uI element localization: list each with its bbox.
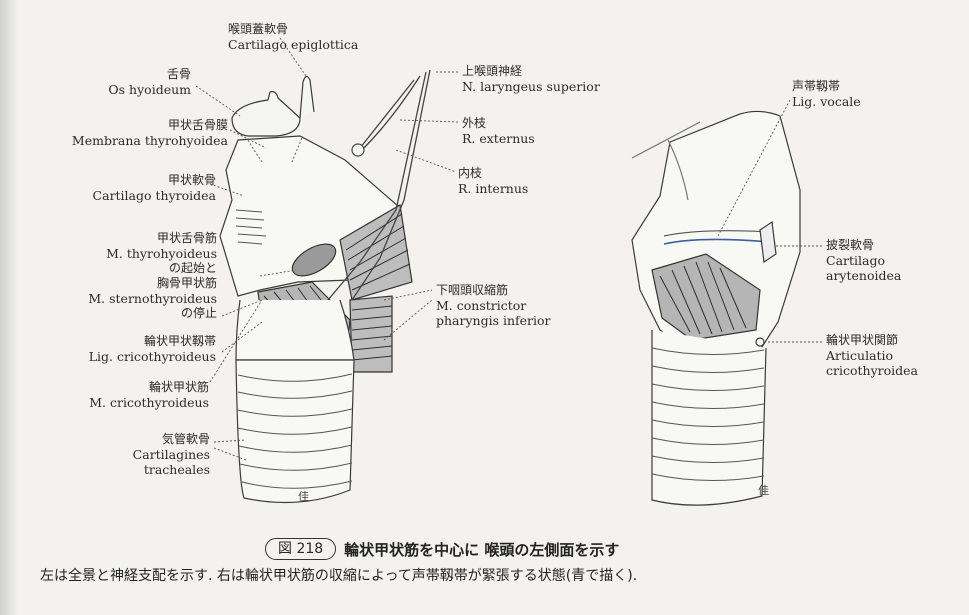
label-vocal-ligament-jp: 声帯靱帯 [792,79,841,93]
label-inferior-constrictor: 下咽頭収縮筋 M. constrictor pharyngis inferior [436,283,551,328]
label-external-jp: 外枝 [462,116,487,130]
figure-subtitle: 左は全景と神経支配を示す. 右は輪状甲状筋の収縮によって声帯靱帯が緊張する状態(… [40,568,638,584]
label-arytenoid: 披裂軟骨 Cartilago arytenoidea [826,238,901,283]
left-larynx-drawing [219,69,431,504]
label-thyrohyoid-membrane: 甲状舌骨膜 Membrana thyrohyoidea [72,118,228,148]
label-sternothyroid-jp: 胸骨甲状筋 [156,276,217,290]
label-tracheal-cartilages: 気管軟骨 Cartilagines tracheales [133,432,210,477]
label-epiglottis-jp: 喉頭蓋軟骨 [228,22,289,36]
label-arytenoid-jp: 披裂軟骨 [826,238,875,252]
label-epiglottis: 喉頭蓋軟骨 Cartilago epiglottica [228,22,358,52]
label-cricothyroid-ligament-jp: 輪状甲状靱帯 [143,334,216,348]
label-cricothyroid-muscle: 輪状甲状筋 M. cricothyroideus [89,380,209,410]
label-internal-jp: 内枝 [458,166,483,180]
label-cricothyroid-joint-la1: Articulatio [826,348,894,363]
label-internal-la: R. internus [458,181,529,196]
label-tracheal-la2: tracheales [143,462,210,477]
label-inf-constrictor-jp: 下咽頭収縮筋 [436,283,509,297]
right-larynx-drawing [631,110,801,506]
label-hyoid-la: Os hyoideum [108,82,191,97]
label-sup-laryngeal-jp: 上喉頭神経 [462,64,523,78]
label-thyrohyoid-membrane-jp: 甲状舌骨膜 [167,118,228,132]
label-superior-laryngeal-nerve: 上喉頭神経 N. laryngeus superior [462,64,600,94]
label-cricothyroid-ligament-la: Lig. cricothyroideus [88,349,216,364]
label-hyoid-jp: 舌骨 [166,67,191,81]
page-edge-shadow [0,0,18,615]
label-origin-jp: の起始と [168,261,217,275]
label-thyroid-cartilage-la: Cartilago thyroidea [92,188,216,203]
leader-lines [195,37,822,461]
label-sup-laryngeal-la: N. laryngeus superior [462,79,600,94]
label-insertion-jp: の停止 [180,306,217,320]
label-vocal-ligament-la: Lig. vocale [792,94,861,109]
label-cricothyroid-muscle-la: M. cricothyroideus [89,395,209,410]
label-tracheal-la1: Cartilagines [132,447,210,462]
label-thyrohyoid-sternothyroid: 甲状舌骨筋 M. thyrohyoideus の起始と 胸骨甲状筋 M. ste… [88,231,217,321]
label-vocal-ligament: 声帯靱帯 Lig. vocale [792,79,861,109]
label-arytenoid-la2: arytenoidea [826,268,902,283]
label-thyrohyoid-muscle-jp: 甲状舌骨筋 [156,231,217,245]
figure-caption: 図 218 輪状甲状筋を中心に 喉頭の左側面を示す [265,538,619,560]
label-cricothyroid-ligament: 輪状甲状靱帯 Lig. cricothyroideus [89,334,216,364]
figure-number-badge: 図 218 [265,538,337,560]
label-thyrohyoid-membrane-la: Membrana thyrohyoidea [71,133,228,148]
label-inf-constrictor-la2: pharyngis inferior [436,313,551,328]
label-thyrohyoid-muscle-la: M. thyrohyoideus [106,246,217,261]
figure-title: 輪状甲状筋を中心に 喉頭の左側面を示す [344,540,620,559]
label-arytenoid-la1: Cartilago [826,253,885,268]
label-external-la: R. externus [462,131,535,146]
label-tracheal-jp: 気管軟骨 [161,432,210,446]
label-sternothyroid-la: M. sternothyroideus [88,291,217,306]
label-internal-branch: 内枝 R. internus [458,166,528,196]
label-thyroid-cartilage-jp: 甲状軟骨 [167,173,216,187]
label-epiglottis-la: Cartilago epiglottica [228,37,359,52]
label-cricothyroid-joint: 輪状甲状関節 Articulatio cricothyroidea [826,333,918,378]
signature-right: 佳 [758,483,769,497]
label-thyroid-cartilage: 甲状軟骨 Cartilago thyroidea [93,173,216,203]
label-inf-constrictor-la1: M. constrictor [436,298,527,313]
label-cricothyroid-muscle-jp: 輪状甲状筋 [148,380,209,394]
label-external-branch: 外枝 R. externus [462,116,535,146]
label-cricothyroid-joint-jp: 輪状甲状関節 [826,333,899,347]
signature-left: 佳 [298,489,309,503]
label-cricothyroid-joint-la2: cricothyroidea [826,363,918,378]
label-hyoid: 舌骨 Os hyoideum [108,67,191,97]
